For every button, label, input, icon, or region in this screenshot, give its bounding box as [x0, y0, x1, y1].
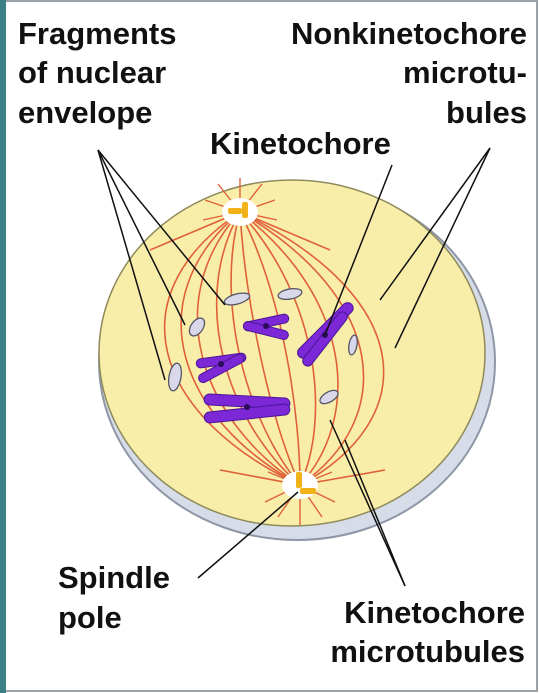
label-fragments-line2: of nuclear [18, 55, 166, 91]
figure-left-accent [0, 0, 6, 693]
kinetochore-dot [244, 404, 250, 410]
label-kinetochore-mt-line1: Kinetochore [344, 595, 525, 631]
label-kinetochore-mt-line2: microtubules [330, 634, 525, 670]
label-fragments-line1: Fragments [18, 16, 176, 52]
label-fragments-line3: envelope [18, 95, 152, 131]
centriole-bottom-a [296, 472, 302, 488]
kinetochore-dot [263, 323, 269, 329]
centriole-top-b [242, 202, 248, 218]
label-kinetochore: Kinetochore [210, 126, 391, 162]
kinetochore-dot [218, 361, 224, 367]
label-nonkinetochore-line3: bules [446, 95, 527, 131]
label-spindle-line1: Spindle [58, 560, 170, 596]
label-nonkinetochore-line1: Nonkinetochore [291, 16, 527, 52]
label-spindle-line2: pole [58, 600, 122, 636]
label-nonkinetochore-line2: microtu- [403, 55, 527, 91]
centriole-bottom-b [300, 488, 316, 494]
centriole-top-a [228, 208, 242, 214]
